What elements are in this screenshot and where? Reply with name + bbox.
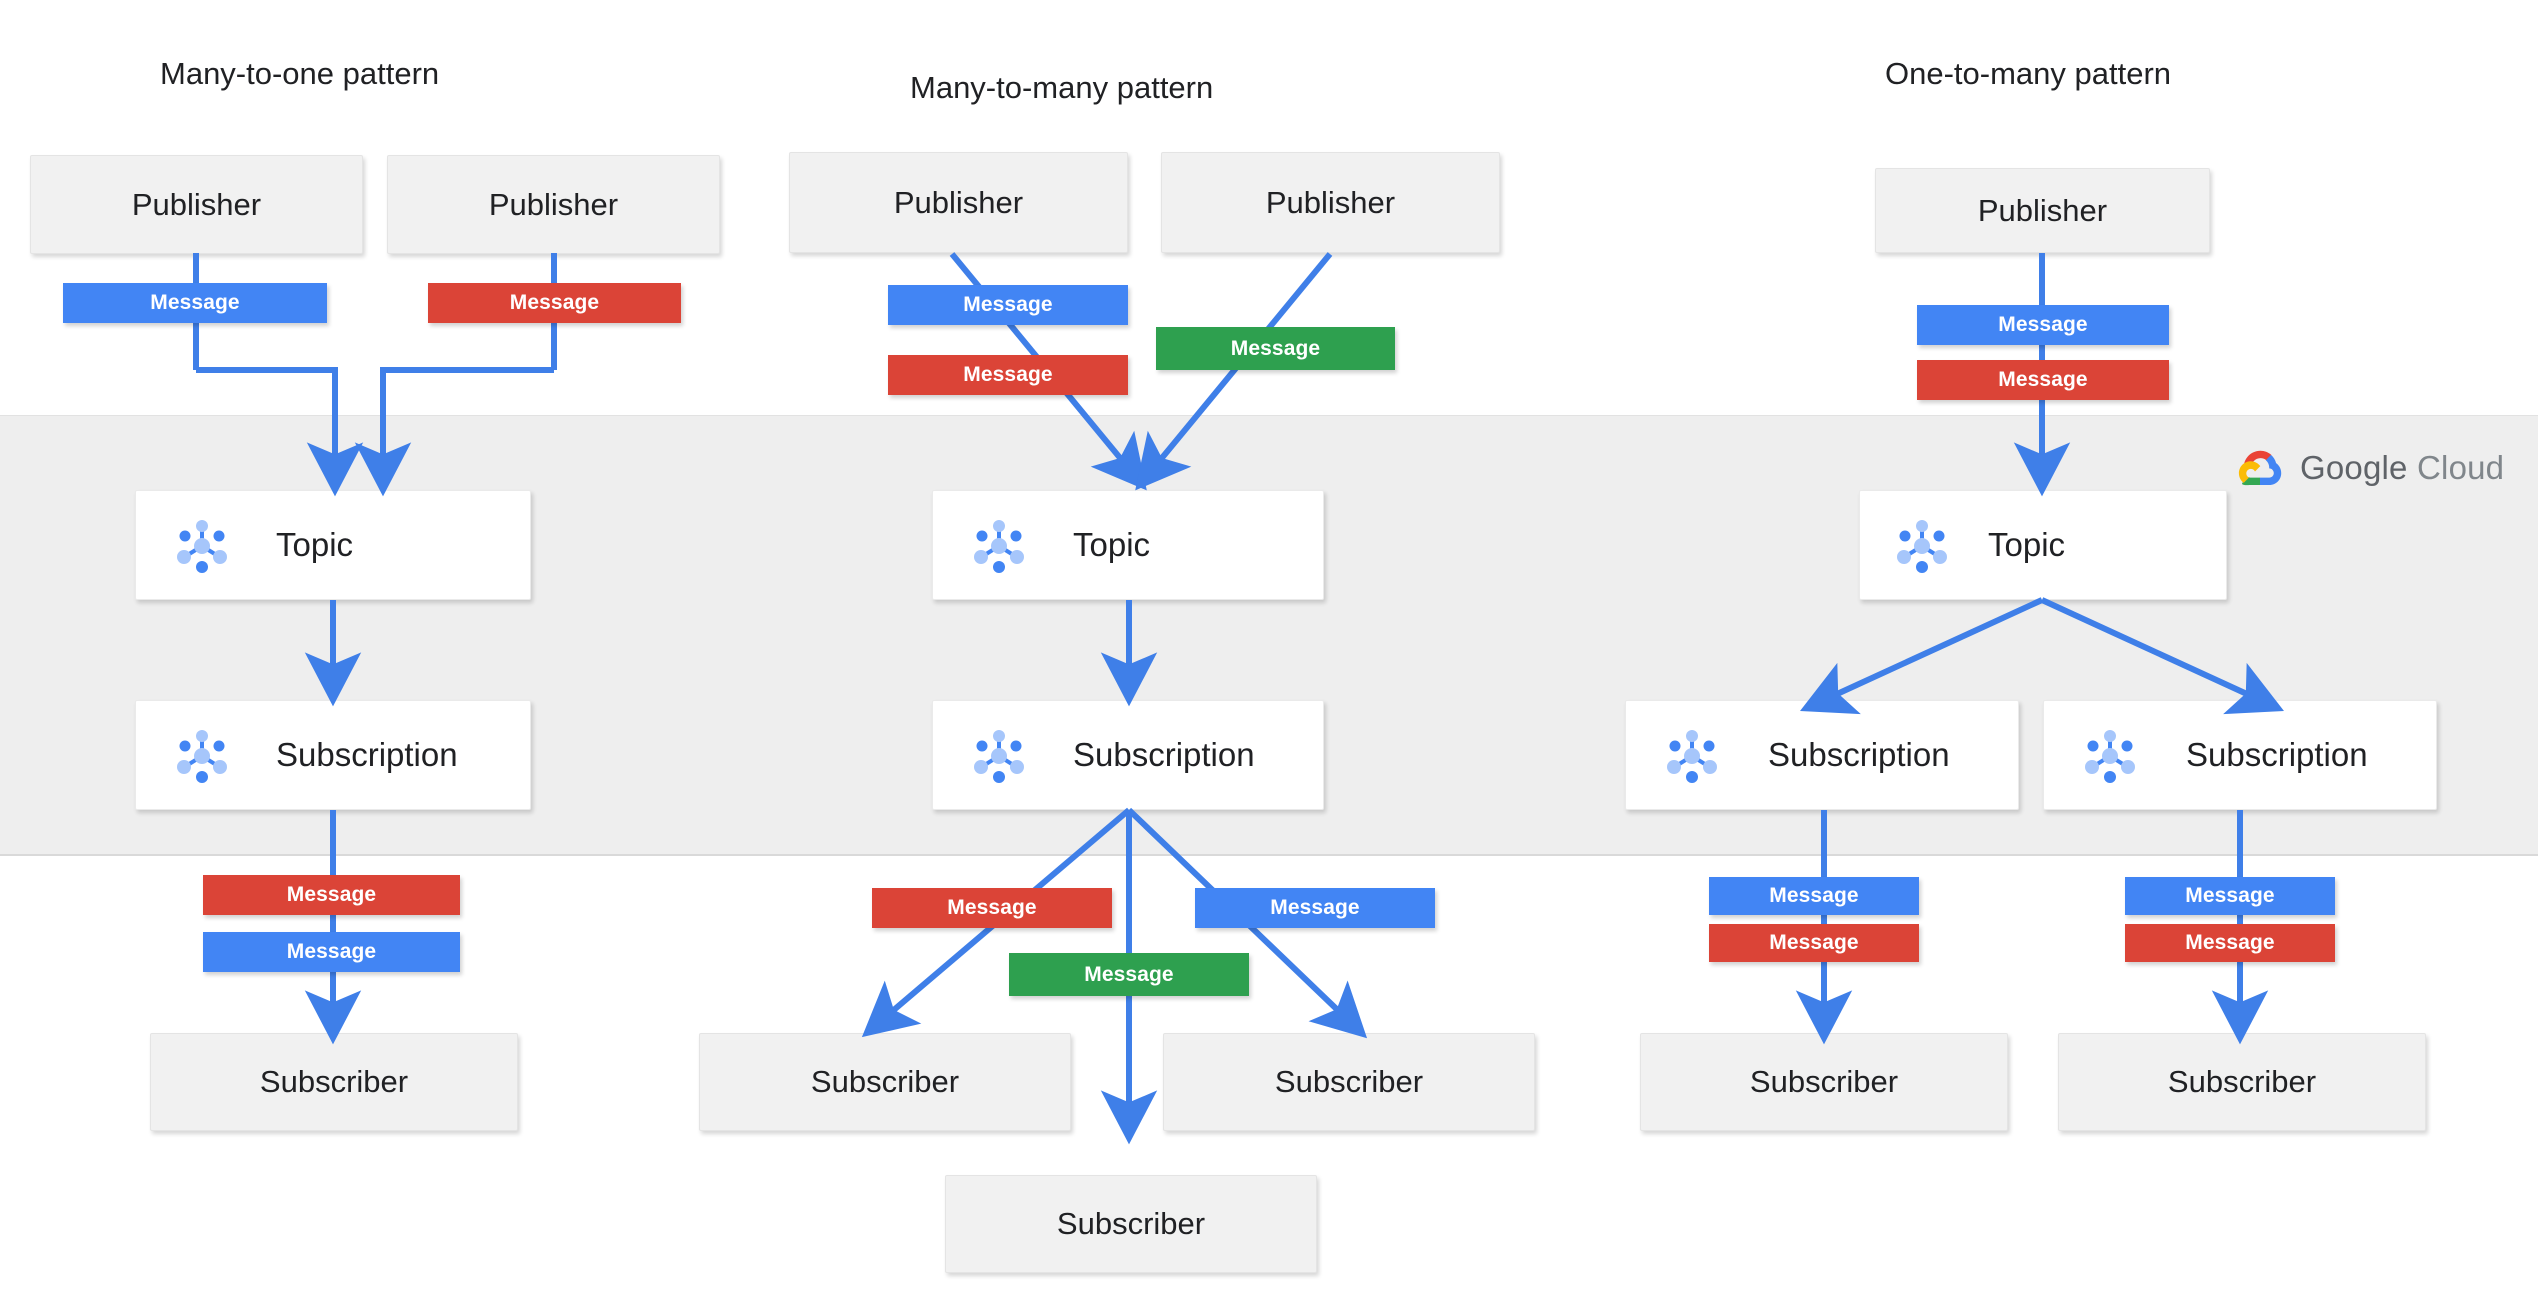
- publisher-label: Publisher: [1977, 192, 2108, 228]
- message-label: Message: [1998, 368, 2088, 391]
- message-chip: Message: [1709, 877, 1919, 915]
- subscriber-label: Subscriber: [1056, 1206, 1206, 1241]
- publisher-label: Publisher: [1265, 184, 1396, 220]
- message-label: Message: [963, 363, 1053, 386]
- message-label: Message: [286, 883, 377, 906]
- google-cloud-wordmark-google: Google: [2300, 449, 2408, 486]
- pattern-title-many-to-one: Many-to-one pattern: [160, 56, 440, 91]
- pubsub-hub-icon: [971, 518, 1027, 574]
- message-chip: Message: [63, 283, 327, 323]
- google-cloud-logo-icon: [2238, 450, 2282, 486]
- message-chip: Message: [888, 285, 1128, 325]
- subscriber-box[interactable]: Subscriber: [2058, 1033, 2426, 1131]
- pattern-title-many-to-many: Many-to-many pattern: [910, 70, 1214, 105]
- message-chip: Message: [872, 888, 1112, 928]
- subscription-label: Subscription: [1073, 736, 1255, 773]
- publisher-box[interactable]: Publisher: [789, 152, 1128, 253]
- pubsub-hub-icon: [971, 728, 1027, 784]
- subscriber-box[interactable]: Subscriber: [945, 1175, 1317, 1273]
- topic-box[interactable]: Topic: [135, 490, 531, 600]
- pattern-title-one-to-many: One-to-many pattern: [1885, 56, 2172, 91]
- subscription-box[interactable]: Subscription: [932, 700, 1324, 810]
- message-label: Message: [150, 291, 240, 314]
- subscription-label: Subscription: [1768, 736, 1950, 773]
- subscriber-label: Subscriber: [1749, 1064, 1899, 1099]
- publisher-box[interactable]: Publisher: [387, 155, 720, 254]
- message-chip: Message: [1009, 953, 1249, 996]
- topic-label: Topic: [1988, 526, 2066, 563]
- topic-box[interactable]: Topic: [932, 490, 1324, 600]
- message-label: Message: [286, 940, 377, 963]
- pubsub-hub-icon: [1894, 518, 1950, 574]
- message-chip: Message: [428, 283, 681, 323]
- message-label: Message: [1769, 931, 1859, 954]
- message-chip: Message: [888, 355, 1128, 395]
- message-chip: Message: [1709, 924, 1919, 962]
- subscriber-label: Subscriber: [2167, 1064, 2317, 1099]
- subscriber-box[interactable]: Subscriber: [150, 1033, 518, 1131]
- subscription-label: Subscription: [2186, 736, 2368, 773]
- message-label: Message: [963, 293, 1053, 316]
- message-label: Message: [1270, 896, 1360, 919]
- subscriber-label: Subscriber: [1274, 1064, 1424, 1099]
- message-label: Message: [1998, 313, 2088, 336]
- publisher-box[interactable]: Publisher: [1875, 168, 2210, 253]
- pubsub-hub-icon: [174, 728, 230, 784]
- message-label: Message: [1084, 962, 1174, 986]
- message-chip: Message: [1195, 888, 1435, 928]
- message-label: Message: [2185, 884, 2275, 907]
- message-chip: Message: [1917, 360, 2169, 400]
- subscription-box[interactable]: Subscription: [2043, 700, 2437, 810]
- google-cloud-wordmark: Google Cloud: [2300, 449, 2504, 487]
- publisher-label: Publisher: [893, 184, 1024, 220]
- message-chip: Message: [2125, 877, 2335, 915]
- message-chip: Message: [2125, 924, 2335, 962]
- subscription-box[interactable]: Subscription: [1625, 700, 2019, 810]
- message-label: Message: [947, 896, 1037, 919]
- subscriber-label: Subscriber: [810, 1064, 960, 1099]
- topic-label: Topic: [276, 526, 354, 563]
- pubsub-hub-icon: [174, 518, 230, 574]
- subscriber-label: Subscriber: [259, 1064, 409, 1099]
- publisher-box[interactable]: Publisher: [1161, 152, 1500, 253]
- subscriber-box[interactable]: Subscriber: [1163, 1033, 1535, 1131]
- pubsub-hub-icon: [2082, 728, 2138, 784]
- topic-box[interactable]: Topic: [1859, 490, 2227, 600]
- google-cloud-logo: Google Cloud: [2238, 447, 2504, 489]
- message-chip: Message: [203, 875, 460, 915]
- message-chip: Message: [1917, 305, 2169, 345]
- subscriber-box[interactable]: Subscriber: [699, 1033, 1071, 1131]
- message-chip: Message: [203, 932, 460, 972]
- message-label: Message: [1230, 336, 1321, 360]
- publisher-box[interactable]: Publisher: [30, 155, 363, 254]
- message-chip: Message: [1156, 327, 1395, 370]
- subscription-label: Subscription: [276, 736, 458, 773]
- publisher-label: Publisher: [488, 186, 619, 222]
- message-label: Message: [2185, 931, 2275, 954]
- message-label: Message: [509, 291, 600, 314]
- google-cloud-wordmark-cloud: Cloud: [2417, 449, 2505, 486]
- topic-label: Topic: [1073, 526, 1151, 563]
- subscription-box[interactable]: Subscription: [135, 700, 531, 810]
- pubsub-hub-icon: [1664, 728, 1720, 784]
- publisher-label: Publisher: [131, 186, 262, 222]
- subscriber-box[interactable]: Subscriber: [1640, 1033, 2008, 1131]
- message-label: Message: [1769, 884, 1859, 907]
